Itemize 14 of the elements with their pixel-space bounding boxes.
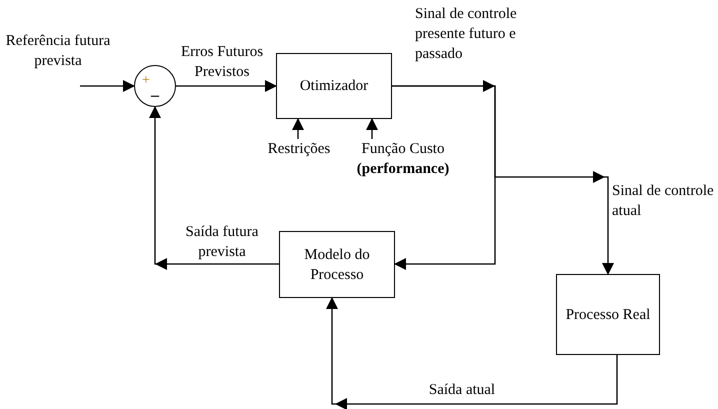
process-block: Modelo do Processo — [279, 231, 395, 298]
edge-label: Saída atual — [428, 381, 496, 400]
edge-label: Referência futura prevista — [4, 32, 112, 71]
edge-label: Sinal de controle atual — [612, 182, 715, 221]
process-block: Otimizador — [276, 53, 392, 119]
input-label: Função Custo (performance) — [344, 139, 462, 183]
edge-label: Saída futura prevista — [184, 223, 260, 262]
edge-label: Erros Futuros Previstos — [180, 43, 264, 82]
process-block: Processo Real — [556, 274, 660, 355]
plus-sign: + — [142, 74, 150, 88]
minus-sign: – — [151, 88, 159, 104]
edge-label: Sinal de controle presente futuro e passado — [415, 5, 518, 64]
input-label: Restrições — [258, 139, 340, 161]
summing-junction — [134, 65, 176, 107]
